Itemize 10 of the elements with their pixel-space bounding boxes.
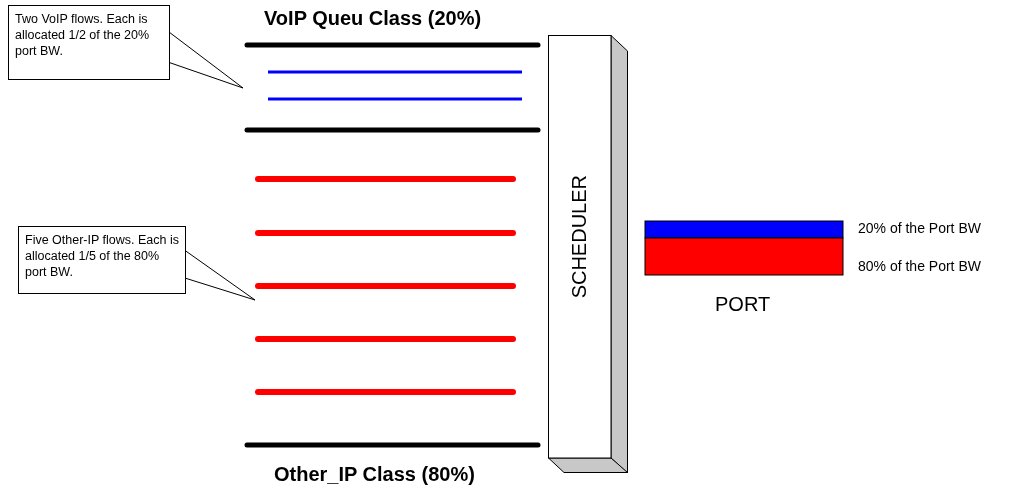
leader-line (169, 32, 244, 89)
leader-line (185, 250, 256, 301)
class-heading: VoIP Queu Class (20%) (264, 7, 482, 30)
class-heading: Other_IP Class (80%) (274, 463, 475, 486)
scheduler-label: SCHEDULER (568, 175, 591, 299)
callout-box: Two VoIP flows. Each is allocated 1/2 of the 20% port BW. (8, 5, 170, 80)
bandwidth-label: 20% of the Port BW (858, 220, 981, 236)
bandwidth-label: 80% of the Port BW (858, 258, 981, 274)
port-label: PORT (715, 293, 771, 316)
callout-box: Five Other-IP flows. Each is allocated 1/5 of the 80% port BW. (18, 226, 186, 294)
